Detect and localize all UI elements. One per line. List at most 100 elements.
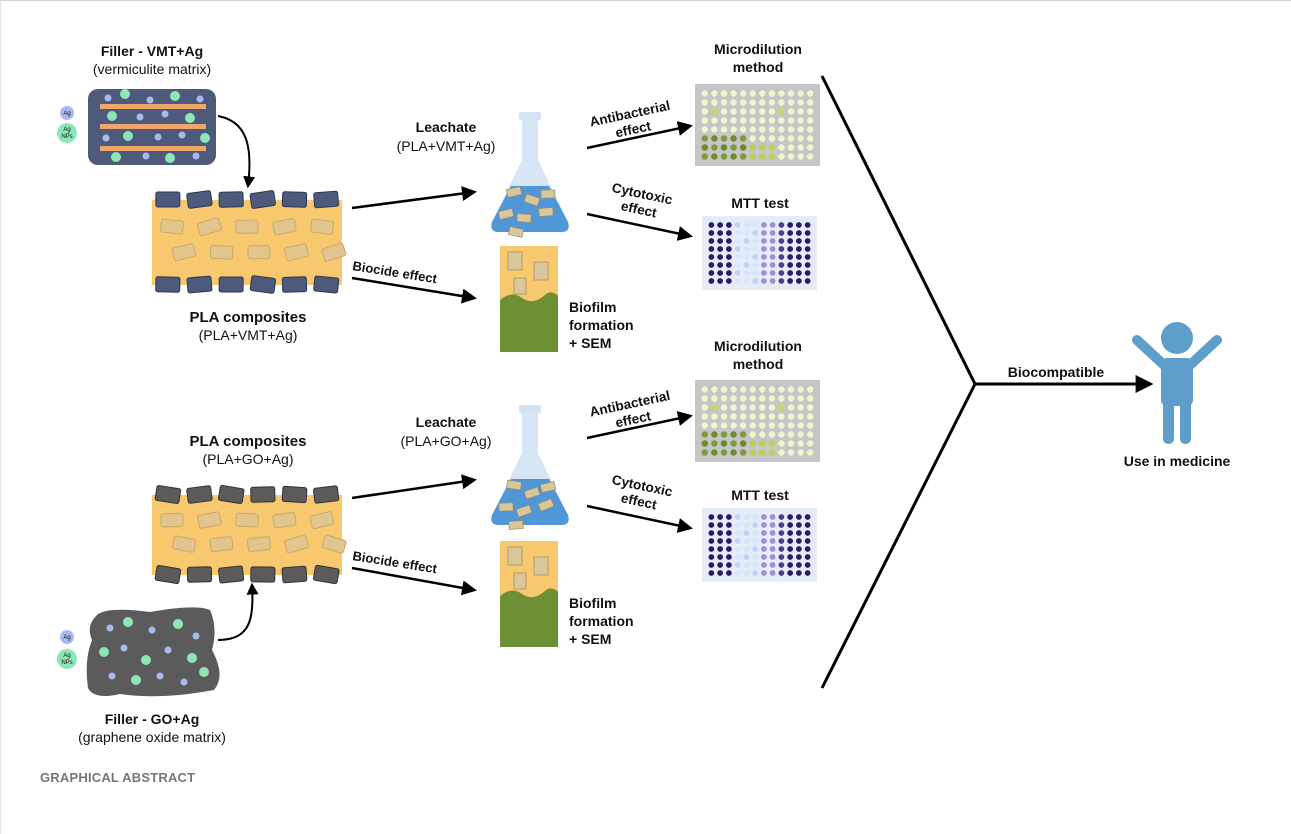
plate-well <box>708 546 715 552</box>
agnp-particle <box>107 111 117 121</box>
plate-well <box>734 278 741 284</box>
plate-well <box>760 246 767 252</box>
ag-legend-label: Ag <box>63 111 70 117</box>
plate-well <box>787 431 795 438</box>
edge-flake <box>154 485 182 504</box>
plate-well <box>725 538 732 544</box>
top-to-leachate-arrow <box>351 186 477 210</box>
plate-well <box>708 278 715 284</box>
plate-well <box>717 514 724 520</box>
top-leachate-subtitle: (PLA+VMT+Ag) <box>397 138 496 154</box>
plate-well <box>769 514 776 520</box>
plate-well <box>752 254 759 260</box>
plate-well <box>749 135 756 142</box>
inner-flake <box>310 218 335 235</box>
plate-well <box>759 422 766 429</box>
plate-well <box>739 395 747 402</box>
inner-flake <box>171 243 197 262</box>
plate-well <box>787 135 795 142</box>
plate-well <box>806 422 814 429</box>
plate-well <box>769 270 776 276</box>
plate-well <box>778 440 785 447</box>
plate-well <box>787 144 795 151</box>
bottom-leachate-title: Leachate <box>416 414 477 430</box>
top-biocide-label: Biocide effect <box>352 258 439 286</box>
plate-well <box>720 395 728 402</box>
bottom-to-biofilm-arrow <box>351 566 477 596</box>
plate-well <box>759 404 766 411</box>
plate-well <box>708 514 715 520</box>
edge-flake <box>313 190 340 209</box>
edge-flake <box>218 191 244 208</box>
ag-particle <box>142 152 150 160</box>
agnp-particle <box>123 131 133 141</box>
plate-well <box>759 386 766 393</box>
plate-well <box>778 562 785 568</box>
plate-well <box>759 413 766 420</box>
plate-well <box>725 246 732 252</box>
plate-well <box>759 153 766 160</box>
plate-well <box>760 522 767 528</box>
top-leachate-flask <box>491 112 569 238</box>
flask-rim <box>519 405 541 413</box>
top-filler-group: Filler - VMT+Ag (vermiculite matrix) Ag … <box>57 43 216 165</box>
top-cytotoxic-label-2: effect <box>620 198 659 220</box>
plate-well <box>768 135 776 142</box>
bottom-cytotoxic-label-2: effect <box>620 490 659 512</box>
plate-well <box>743 262 750 268</box>
plate-well <box>701 413 709 420</box>
agnp-particle <box>185 113 195 123</box>
plate-well <box>806 126 814 133</box>
plate-well <box>720 413 728 420</box>
leachate-flake <box>497 208 515 220</box>
vmt-layer-stripe <box>100 104 206 109</box>
bottom-biofilm-label-2: formation <box>569 613 634 629</box>
ag-particle <box>180 678 188 686</box>
plate-well <box>778 395 785 402</box>
plate-well <box>711 99 718 106</box>
top-micro-title-2: method <box>733 59 784 75</box>
plate-well <box>795 222 802 228</box>
top-antibacterial-arrow <box>586 121 693 150</box>
top-filler-subtitle: (vermiculite matrix) <box>93 61 211 77</box>
biocompatible-label: Biocompatible <box>1008 364 1105 380</box>
plate-well <box>804 262 811 268</box>
plate-well <box>759 440 766 447</box>
plate-well <box>711 126 718 133</box>
agnp-particle <box>120 89 130 99</box>
plate-well <box>743 246 750 252</box>
agnp-particle <box>141 655 151 665</box>
plate-well <box>778 153 785 160</box>
flask-liquid <box>491 479 569 525</box>
bottom-biofilm-label-1: Biofilm <box>569 595 616 611</box>
plate-well <box>701 404 709 411</box>
leachate-flake <box>498 502 514 512</box>
plate-well <box>743 554 750 560</box>
plate-well <box>787 238 794 244</box>
plate-well <box>743 278 750 284</box>
plate-well <box>739 153 747 160</box>
plate-well <box>759 449 766 456</box>
plate-well <box>804 514 811 520</box>
plate-well <box>768 404 776 411</box>
plate-well <box>787 278 794 284</box>
biofilm-flake <box>533 556 549 576</box>
plate-well <box>739 422 747 429</box>
plate-well <box>725 278 732 284</box>
plate-body <box>702 216 817 290</box>
plate-well <box>768 126 776 133</box>
plate-body <box>695 84 820 166</box>
edge-flake <box>186 275 213 294</box>
plate-well <box>797 108 804 115</box>
plate-well <box>769 278 776 284</box>
plate-well <box>760 530 767 536</box>
top-filler-to-composite-arrow <box>217 115 256 189</box>
bottom-composite-group: PLA composites (PLA+GO+Ag) <box>152 433 347 585</box>
plate-well <box>797 386 804 393</box>
top-antibacterial-label-2: effect <box>614 118 653 140</box>
plate-well <box>743 254 750 260</box>
plate-well <box>778 230 785 236</box>
plate-well <box>760 546 767 552</box>
ag-particle <box>178 131 186 139</box>
